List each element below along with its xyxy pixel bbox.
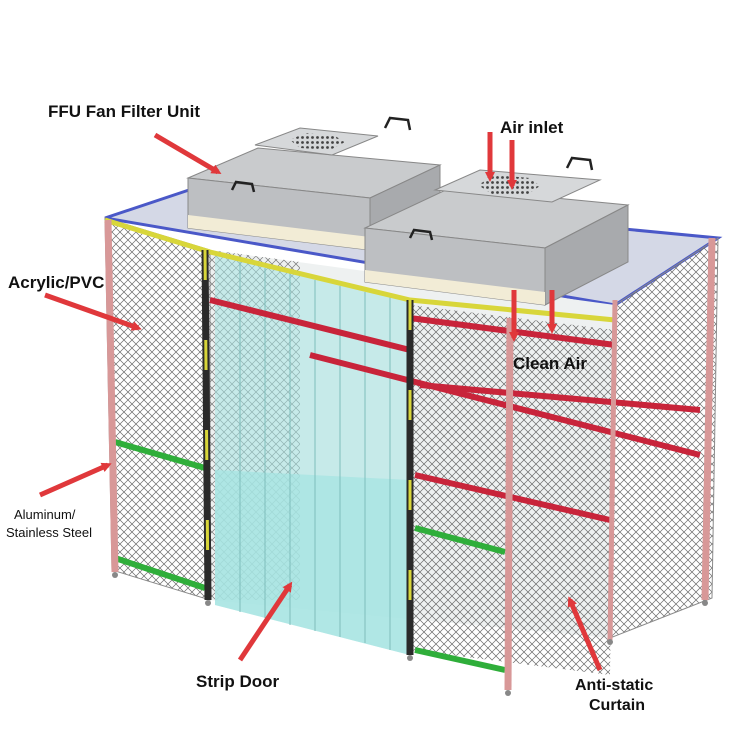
strip-door-lower bbox=[215, 470, 410, 655]
handle-icon bbox=[383, 116, 412, 131]
arrow-icon bbox=[38, 132, 603, 671]
frame-posts bbox=[104, 219, 716, 691]
handle-icon bbox=[408, 228, 434, 241]
handle-icon bbox=[565, 156, 594, 171]
label-aluminum-line2: Stainless Steel bbox=[6, 525, 92, 540]
label-air-inlet: Air inlet bbox=[500, 118, 564, 137]
label-strip-door: Strip Door bbox=[196, 672, 279, 691]
ffu-unit-right bbox=[363, 156, 630, 306]
frame-green-bars bbox=[114, 439, 506, 673]
label-aluminum-line1: Aluminum/ bbox=[14, 507, 76, 522]
label-acrylic-pvc: Acrylic/PVC bbox=[8, 273, 104, 292]
ffu-unit-left bbox=[186, 116, 442, 251]
handle-icon bbox=[230, 180, 256, 193]
fan-grille-icon bbox=[290, 133, 345, 150]
left-side-panel bbox=[104, 217, 211, 601]
door-strips bbox=[239, 262, 391, 650]
label-clean-air: Clean Air bbox=[513, 354, 587, 373]
label-anti-static-line2: Curtain bbox=[589, 697, 645, 714]
label-ffu: FFU Fan Filter Unit bbox=[48, 102, 200, 121]
label-anti-static-line1: Anti-static bbox=[575, 677, 653, 694]
feet bbox=[112, 572, 708, 696]
